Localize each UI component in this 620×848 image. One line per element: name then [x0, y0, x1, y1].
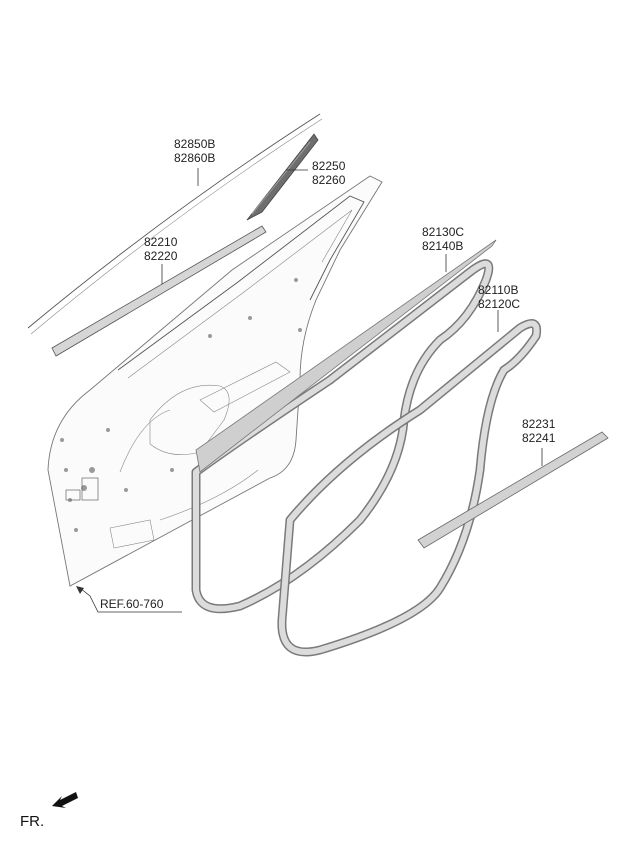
part-number: 82850B: [174, 137, 215, 151]
arrow-icon: [52, 792, 78, 808]
part-label-82130C: 82130C 82140B: [422, 225, 464, 253]
part-number: 82110B: [478, 283, 518, 297]
front-orientation-marker: FR.: [20, 792, 78, 830]
part-number: 82140B: [422, 239, 463, 253]
front-label: FR.: [20, 813, 44, 830]
delta-garnish-part: [246, 133, 319, 221]
part-number: 82130C: [422, 225, 464, 239]
part-number: 82250: [312, 159, 346, 173]
part-label-82210: 82210 82220: [144, 235, 178, 263]
part-number: 82860B: [174, 151, 215, 165]
part-number: 82231: [522, 417, 556, 431]
belt-moulding-upper: [27, 113, 323, 335]
reference-label: REF.60-760: [100, 597, 164, 611]
leader-lines: [76, 168, 543, 613]
part-number: 82220: [144, 249, 178, 263]
door-panel: [47, 175, 383, 587]
part-number: 82120C: [478, 297, 520, 311]
part-number: 82210: [144, 235, 178, 249]
part-number: 82241: [522, 431, 556, 445]
part-label-82110B: 82110B 82120C: [478, 283, 520, 311]
body-side-weatherstrip: [191, 239, 497, 614]
lower-seal-strip: [417, 431, 609, 549]
door-side-weatherstrip: [277, 319, 542, 657]
part-number: 82260: [312, 173, 346, 187]
belt-moulding-outside: [51, 225, 267, 357]
part-label-82231: 82231 82241: [522, 417, 556, 445]
part-label-82250: 82250 82260: [312, 159, 346, 187]
part-label-82850B: 82850B 82860B: [174, 137, 215, 165]
